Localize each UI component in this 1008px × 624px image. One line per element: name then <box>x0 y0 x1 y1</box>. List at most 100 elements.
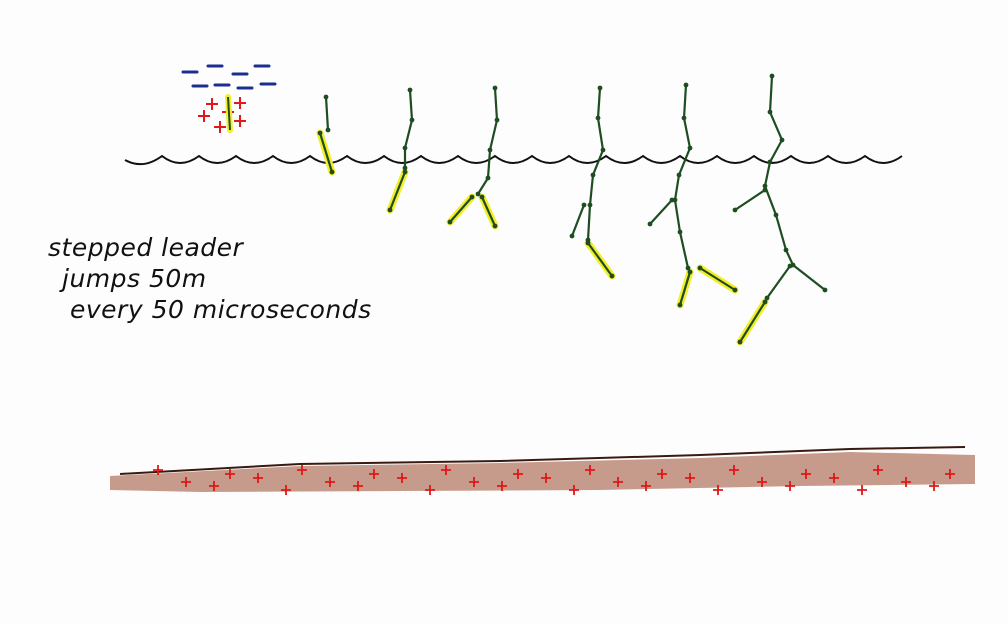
ground <box>110 446 975 495</box>
step-node <box>487 147 493 153</box>
leader-step <box>403 89 414 168</box>
step-node <box>581 202 587 208</box>
step-node <box>647 221 653 227</box>
step-node <box>485 175 491 181</box>
step-node <box>764 295 770 301</box>
leader-step <box>318 132 334 173</box>
step-node <box>475 191 481 197</box>
positive-charge-mark <box>729 465 739 475</box>
leader-step <box>649 199 673 225</box>
step-node <box>494 117 500 123</box>
leader-step <box>480 196 497 227</box>
step-node <box>609 273 615 279</box>
step-node <box>325 127 331 133</box>
positive-charge-mark <box>441 465 451 475</box>
ground-band <box>110 452 975 492</box>
annotation-line-1: stepped leader <box>48 233 244 262</box>
initial-leader-step <box>227 96 231 131</box>
positive-charge-mark <box>829 473 839 483</box>
step-node <box>732 287 738 293</box>
positive-charge-mark <box>785 481 795 491</box>
positive-charge-mark <box>685 473 695 483</box>
leader-step <box>734 189 766 211</box>
leader-stage-6 <box>732 73 828 346</box>
step-node <box>402 169 408 175</box>
positive-charge-mark <box>234 115 246 127</box>
positive-charge-mark <box>497 481 507 491</box>
positive-charge-mark <box>873 465 883 475</box>
step-node <box>685 265 691 271</box>
step-node <box>323 94 329 100</box>
step-node <box>402 145 408 151</box>
leader-step <box>449 196 473 223</box>
step-node <box>779 137 785 143</box>
step-node <box>783 247 789 253</box>
positive-charge-mark <box>234 97 246 109</box>
step-node <box>447 219 453 225</box>
leader-step <box>587 242 613 277</box>
step-node <box>595 115 601 121</box>
step-node <box>687 145 693 151</box>
step-node <box>737 339 743 345</box>
positive-charge-mark <box>225 469 235 479</box>
positive-charge-mark <box>281 485 291 495</box>
step-node <box>317 130 323 136</box>
leader-step <box>699 267 736 291</box>
step-node <box>762 187 768 193</box>
stepped-leader-sequence <box>316 73 828 346</box>
positive-charge-mark <box>369 469 379 479</box>
positive-charge-mark <box>585 465 595 475</box>
positive-charge-mark <box>945 469 955 479</box>
step-node <box>387 207 393 213</box>
positive-charge-mark <box>214 121 226 133</box>
step-node <box>587 202 593 208</box>
step-node <box>677 302 683 308</box>
step-node <box>492 223 498 229</box>
positive-charge-mark <box>253 473 263 483</box>
cloud-charge-symbols <box>181 64 277 133</box>
positive-charge-mark <box>206 98 218 110</box>
positive-charge-mark <box>857 485 867 495</box>
positive-charge-mark <box>901 477 911 487</box>
step-node <box>590 172 596 178</box>
positive-charge-mark <box>569 485 579 495</box>
step-node <box>402 165 408 171</box>
positive-charge-mark <box>153 465 163 475</box>
positive-charge-mark <box>397 473 407 483</box>
step-node <box>697 265 703 271</box>
leader-step <box>678 271 692 306</box>
step-node <box>469 194 475 200</box>
annotation-line-2: jumps 50m <box>62 264 207 293</box>
positive-charge-mark <box>181 477 191 487</box>
step-node <box>773 212 779 218</box>
step-node <box>762 183 768 189</box>
step-node <box>767 109 773 115</box>
step-node <box>687 269 693 275</box>
positive-charge-mark <box>757 477 767 487</box>
leader-step <box>570 204 586 237</box>
annotation-line-3: every 50 microseconds <box>70 295 372 324</box>
step-node <box>762 299 768 305</box>
step-node <box>600 147 606 153</box>
leader-step <box>739 301 766 343</box>
positive-charge-mark <box>469 477 479 487</box>
step-node <box>569 233 575 239</box>
positive-charge-mark <box>198 110 210 122</box>
step-node <box>683 82 689 88</box>
step-node <box>597 85 603 91</box>
positive-charge-mark <box>353 481 363 491</box>
positive-charge-mark <box>297 465 307 475</box>
positive-charge-mark <box>801 469 811 479</box>
cloud-base-line <box>124 154 903 166</box>
step-node <box>669 197 675 203</box>
positive-charge-mark <box>641 481 651 491</box>
positive-charge-mark <box>613 477 623 487</box>
positive-charge-mark <box>713 485 723 495</box>
leader-stage-4 <box>569 85 616 280</box>
positive-charge-mark <box>513 469 523 479</box>
ground-surface-line <box>119 446 966 475</box>
leader-step <box>388 171 407 211</box>
leader-stage-3 <box>446 85 500 230</box>
positive-charge-mark <box>541 473 551 483</box>
